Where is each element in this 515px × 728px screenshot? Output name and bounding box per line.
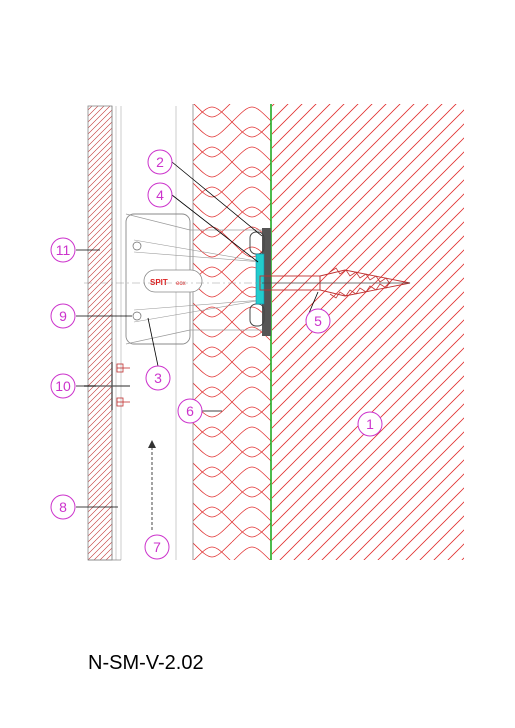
fixing-screws xyxy=(84,362,130,410)
callout-9: 9 xyxy=(50,303,76,329)
svg-text:2: 2 xyxy=(156,154,164,170)
svg-text:4: 4 xyxy=(156,187,164,203)
svg-text:9: 9 xyxy=(59,308,67,324)
bracket-brand: SPIT xyxy=(150,278,168,287)
callout-10: 10 xyxy=(50,373,76,399)
cladding-panel xyxy=(87,105,113,561)
bracket-brand-suffix: eox xyxy=(176,281,186,287)
callout-1: 1 xyxy=(357,411,383,437)
svg-text:5: 5 xyxy=(314,313,322,329)
svg-text:6: 6 xyxy=(186,403,194,419)
callout-8: 8 xyxy=(50,494,76,520)
ventilation-arrow xyxy=(148,440,156,530)
callout-11: 11 xyxy=(50,237,76,263)
svg-text:3: 3 xyxy=(154,370,162,386)
svg-text:10: 10 xyxy=(55,378,71,394)
insulation-layer xyxy=(193,104,271,560)
callout-5: 5 xyxy=(305,308,331,334)
callout-4: 4 xyxy=(147,182,173,208)
masonry-wall xyxy=(272,104,464,560)
callout-7: 7 xyxy=(144,534,170,560)
svg-text:11: 11 xyxy=(56,242,71,258)
callout-3: 3 xyxy=(145,365,171,391)
callout-2: 2 xyxy=(147,149,173,175)
svg-text:7: 7 xyxy=(153,539,161,555)
svg-text:8: 8 xyxy=(59,499,67,515)
bracket xyxy=(125,213,271,345)
callout-6: 6 xyxy=(177,398,203,424)
svg-text:1: 1 xyxy=(366,416,374,432)
drawing-code: N-SM-V-2.02 xyxy=(88,652,204,674)
leaders xyxy=(76,161,319,508)
